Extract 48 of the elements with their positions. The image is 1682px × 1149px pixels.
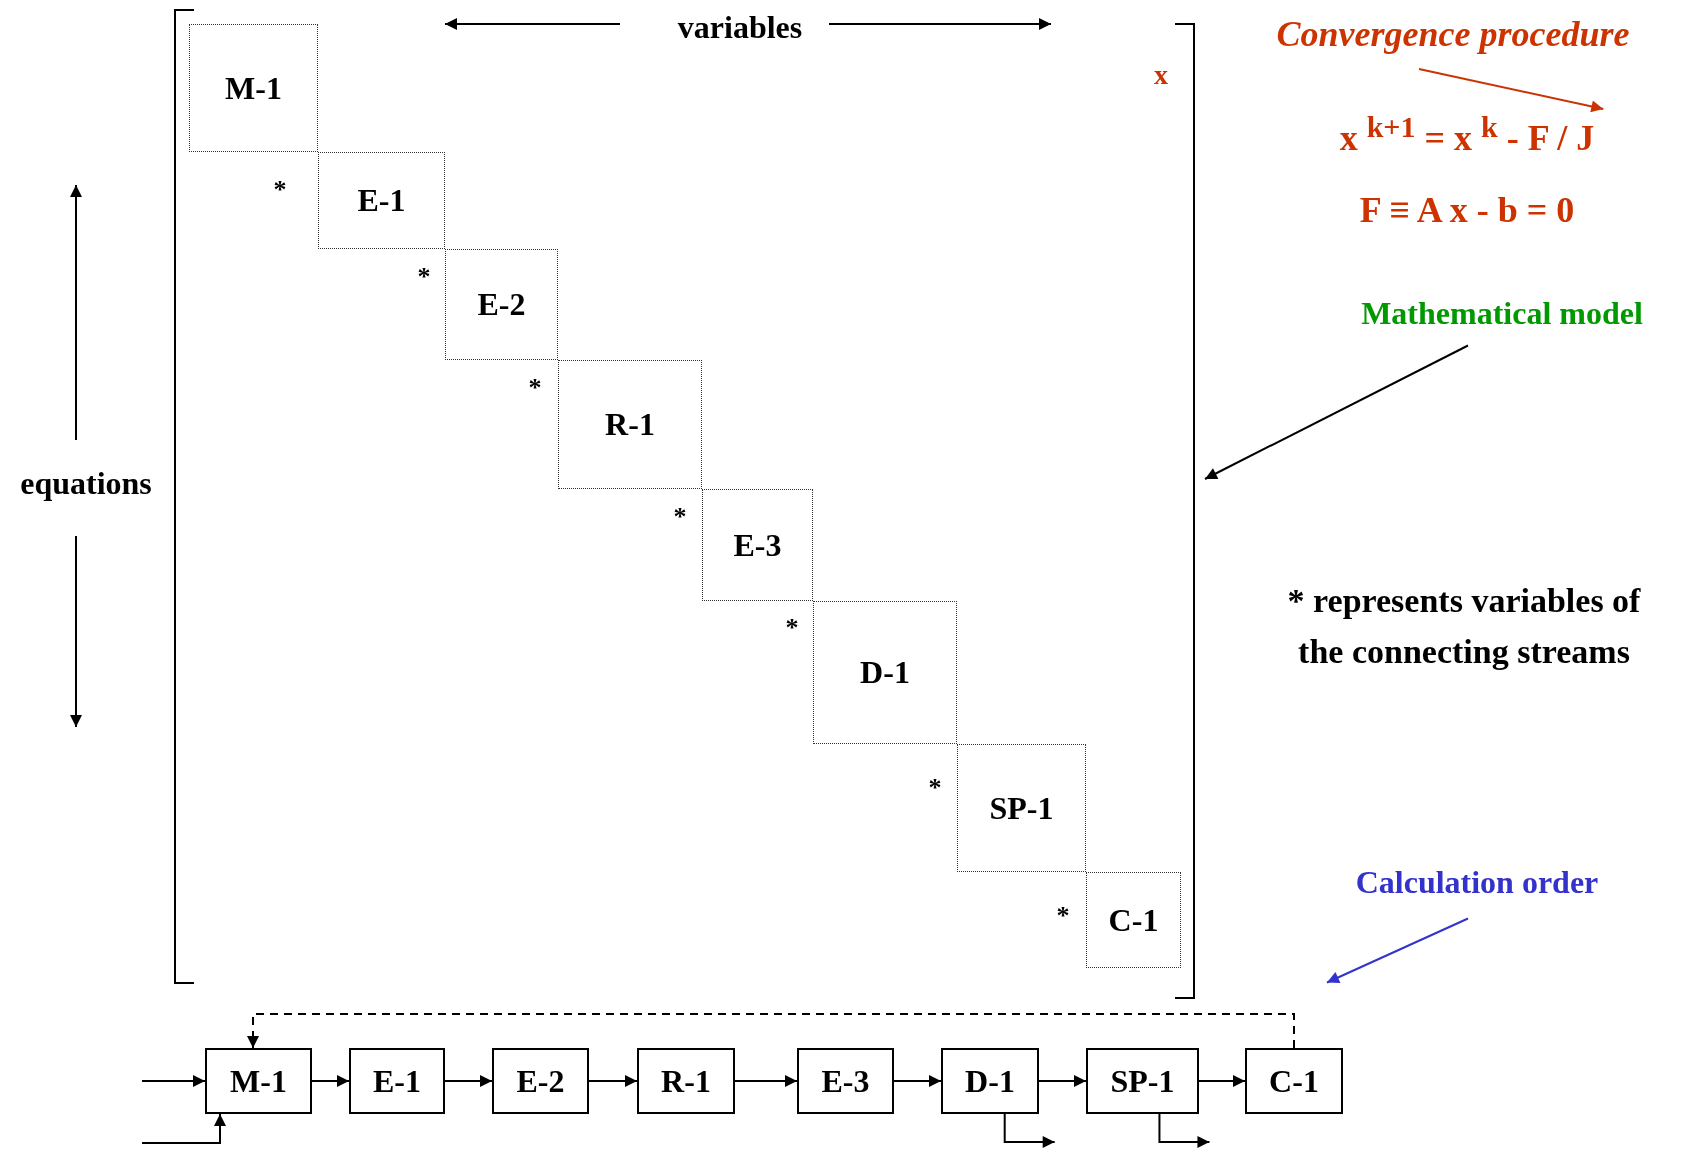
flow-arrow [588, 1075, 638, 1087]
flow-arrow [141, 1075, 206, 1087]
flow-arrow [1198, 1075, 1246, 1087]
flow-arrow [444, 1075, 493, 1087]
matrix-block: C-1 [1086, 872, 1181, 968]
process-box: R-1 [637, 1048, 735, 1114]
matrix-block: E-3 [702, 489, 813, 601]
matrix-block: E-1 [318, 152, 445, 249]
asterisk-mark: * [417, 262, 431, 292]
asterisk-mark: * [1056, 901, 1070, 931]
matrix-block: D-1 [813, 601, 957, 744]
matrix-block: M-1 [189, 24, 318, 152]
flow-arrow [734, 1075, 798, 1087]
flow-arrow [1158, 1113, 1211, 1148]
heading-text: Mathematical model [1361, 294, 1643, 332]
flow-arrow [893, 1075, 942, 1087]
asterisk-mark: * [273, 175, 287, 205]
flow-arrow [247, 1013, 1295, 1049]
asterisk-mark: * [528, 373, 542, 403]
matrix-block: SP-1 [957, 744, 1086, 872]
axis-label: variables [677, 8, 803, 46]
process-box: M-1 [205, 1048, 312, 1114]
asterisk-mark: * [785, 613, 799, 643]
matrix-block: E-2 [445, 249, 558, 360]
equation-text: x $^{k+1}$ = x $^{k}$ - F / J [1339, 109, 1595, 159]
flow-arrow [1038, 1075, 1087, 1087]
heading-text: Calculation order [1355, 863, 1599, 901]
leader-arrow [1204, 344, 1469, 480]
process-box: D-1 [941, 1048, 1039, 1114]
matrix-block: R-1 [558, 360, 702, 489]
process-box: E-3 [797, 1048, 894, 1114]
leader-arrow [1418, 68, 1605, 113]
equation-text: F ≡ A x - b = 0 [1359, 189, 1575, 231]
heading-text: Convergence procedure [1276, 13, 1630, 55]
axis-label: equations [20, 464, 152, 502]
process-box: SP-1 [1086, 1048, 1199, 1114]
process-box: E-2 [492, 1048, 589, 1114]
flow-arrow [141, 1113, 226, 1144]
note-text: * represents variables of the connecting streams [1286, 581, 1642, 672]
leader-arrow [1326, 917, 1469, 984]
asterisk-mark: * [673, 502, 687, 532]
process-box: E-1 [349, 1048, 445, 1114]
vector-label: x [1154, 59, 1168, 91]
flow-arrow [1003, 1113, 1056, 1148]
matrix-bracket [174, 9, 1196, 999]
asterisk-mark: * [928, 773, 942, 803]
flow-arrow [311, 1075, 350, 1087]
process-box: C-1 [1245, 1048, 1343, 1114]
